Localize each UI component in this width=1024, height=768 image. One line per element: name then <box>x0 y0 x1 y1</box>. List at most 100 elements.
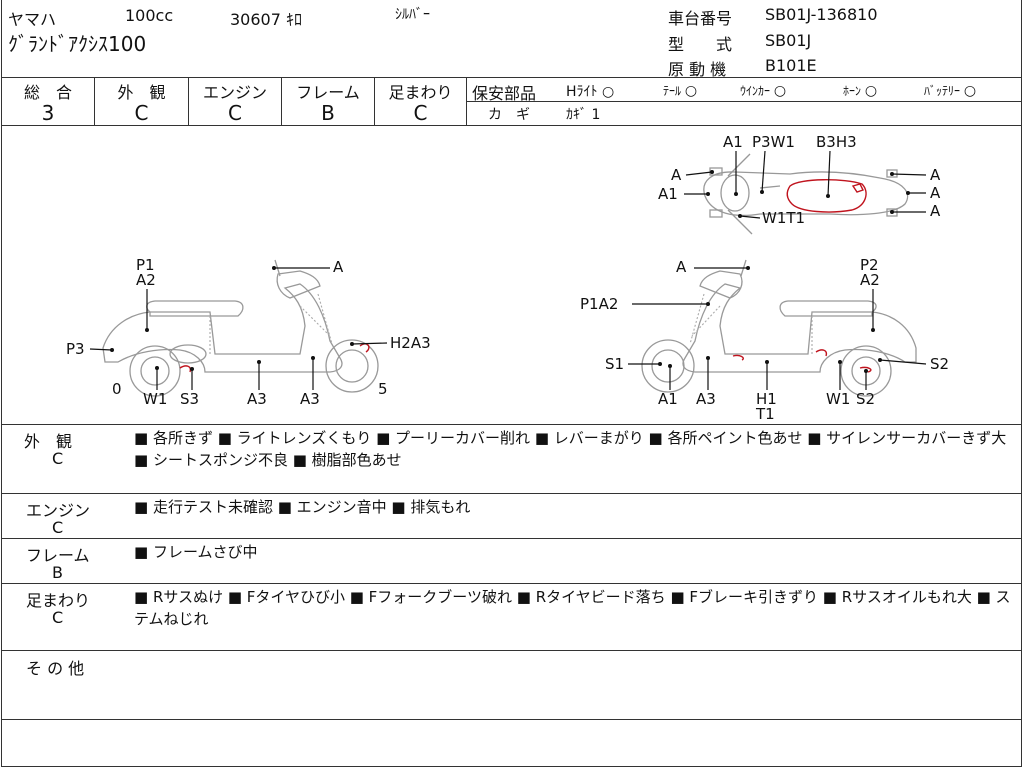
model-name: ｸﾞﾗﾝﾄﾞｱｸｼｽ100 <box>8 32 147 56</box>
safety-item-label: ﾊﾞｯﾃﾘｰ <box>924 84 961 98</box>
label-top-a-r1: A <box>930 166 941 184</box>
safety-mark: ○ <box>963 83 977 99</box>
notes-frame-text: ■ フレームさび中 <box>134 543 258 561</box>
label-right-a: A <box>676 258 687 276</box>
notes-divider <box>1 538 1022 539</box>
safety-mark: ○ <box>601 84 615 100</box>
safety-item-label: ﾃｰﾙ <box>663 84 682 98</box>
safety-item-label: ﾎｰﾝ <box>843 84 862 98</box>
grade-divider <box>188 77 189 125</box>
label-top-b3h3: B3H3 <box>816 133 857 151</box>
label-right-a3: A3 <box>696 390 716 408</box>
label-left-p3: P3 <box>66 340 85 358</box>
label-right-s2-side: S2 <box>930 355 949 373</box>
frame-border-right <box>1021 0 1022 766</box>
label-right-p1a2: P1A2 <box>580 295 618 313</box>
label-left-zero: 0 <box>112 380 122 398</box>
label-left-s3: S3 <box>180 390 199 408</box>
label-right-a2: A2 <box>860 271 880 289</box>
safety-divider <box>466 101 1022 102</box>
notes-suspension-text: ■ Rサスぬけ ■ Fタイヤひび小 ■ Fフォークブーツ破れ ■ Rタイヤビード… <box>134 588 1011 628</box>
label-left-a: A <box>333 258 344 276</box>
notes-bottom-divider <box>1 719 1022 720</box>
label-left-p1: P1 <box>136 256 155 274</box>
notes-frame-grade: B <box>52 563 63 582</box>
safety-winker: ｳｲﾝｶｰ ○ <box>740 82 786 99</box>
grade-divider <box>281 77 282 125</box>
label-top-w1t1: W1T1 <box>762 209 805 227</box>
safety-label: 保安部品 <box>472 84 537 103</box>
notes-top-divider <box>1 424 1022 425</box>
safety-tail: ﾃｰﾙ ○ <box>663 82 697 99</box>
notes-suspension-label: 足まわり <box>26 591 91 610</box>
engine-value: B101E <box>765 56 817 75</box>
right-side-scooter <box>641 259 917 397</box>
label-right-w1: W1 <box>826 390 850 408</box>
label-left-five: 5 <box>378 380 388 398</box>
notes-exterior-label: 外 観 <box>24 432 73 451</box>
mileage: 30607 ｷﾛ <box>230 10 302 29</box>
grade-frame-value: B <box>321 101 335 125</box>
label-top-a-left: A <box>671 166 682 184</box>
color: ｼﾙﾊﾞｰ <box>395 7 430 23</box>
notes-engine-label: エンジン <box>26 501 91 520</box>
grade-suspension-label: 足まわり <box>388 83 453 102</box>
notes-frame-label: フレーム <box>26 546 90 565</box>
type-value: SB01J <box>765 31 812 50</box>
label-top-a-r2: A <box>930 184 941 202</box>
grade-overall-value: 3 <box>41 101 55 125</box>
label-right-t1: T1 <box>755 405 775 423</box>
label-top-a1: A1 <box>723 133 743 151</box>
notes-other-label: そ の 他 <box>26 659 85 678</box>
label-right-s1: S1 <box>605 355 624 373</box>
frame-no-label: 車台番号 <box>668 9 733 28</box>
displacement: 100cc <box>125 6 174 25</box>
notes-divider <box>1 650 1022 651</box>
notes-exterior-text: ■ 各所きず ■ ライトレンズくもり ■ プーリーカバー削れ ■ レバーまがり … <box>134 429 1007 469</box>
label-right-h1: H1 <box>756 390 777 408</box>
frame-border-left <box>1 0 2 766</box>
label-right-p2: P2 <box>860 256 879 274</box>
safety-battery: ﾊﾞｯﾃﾘｰ ○ <box>924 82 976 99</box>
notes-exterior-grade: C <box>52 449 64 468</box>
label-top-p3w1: P3W1 <box>752 133 795 151</box>
label-left-a3a: A3 <box>247 390 267 408</box>
safety-mark: ○ <box>684 83 698 99</box>
label-right-s2: S2 <box>856 390 875 408</box>
damage-diagram: A1 P3W1 B3H3 A A1 A A A W1T1 P1 <box>66 133 949 423</box>
safety-horn: ﾎｰﾝ ○ <box>843 82 877 99</box>
grade-suspension-value: C <box>413 101 428 125</box>
grade-divider <box>374 77 375 125</box>
notes-suspension-grade: C <box>52 608 64 627</box>
label-right-a1: A1 <box>658 390 678 408</box>
notes-engine-grade: C <box>52 518 64 537</box>
label-left-h2a3: H2A3 <box>390 334 431 352</box>
key-value: ｶｷﾞ 1 <box>566 107 601 123</box>
notes-engine-text: ■ 走行テスト未確認 ■ エンジン音中 ■ 排気もれ <box>134 498 471 516</box>
safety-mark: ○ <box>864 83 878 99</box>
label-top-a-r3: A <box>930 202 941 220</box>
label-left-a2: A2 <box>136 271 156 289</box>
safety-headlight: Hﾗｲﾄ ○ <box>566 81 614 101</box>
grade-overall-label: 総 合 <box>23 83 72 102</box>
type-label: 型 式 <box>668 35 733 54</box>
diagram-top-divider <box>1 125 1022 126</box>
label-top-a1-left: A1 <box>658 185 678 203</box>
grade-frame-label: フレーム <box>296 83 360 102</box>
safety-mark: ○ <box>773 83 787 99</box>
frame-border-bottom <box>1 766 1022 767</box>
notes-divider <box>1 493 1022 494</box>
engine-label: 原 動 機 <box>668 60 727 79</box>
label-left-a3b: A3 <box>300 390 320 408</box>
grade-exterior-label: 外 観 <box>117 83 166 102</box>
key-label: カ ギ <box>488 107 530 123</box>
header-divider <box>1 77 1022 78</box>
label-left-w1: W1 <box>143 390 167 408</box>
grade-engine-label: エンジン <box>202 83 267 102</box>
grade-exterior-value: C <box>134 101 149 125</box>
top-view-scooter <box>703 153 909 235</box>
maker: ヤマハ <box>8 10 57 29</box>
grade-engine-value: C <box>228 101 242 125</box>
safety-item-label: ｳｲﾝｶｰ <box>740 84 771 98</box>
